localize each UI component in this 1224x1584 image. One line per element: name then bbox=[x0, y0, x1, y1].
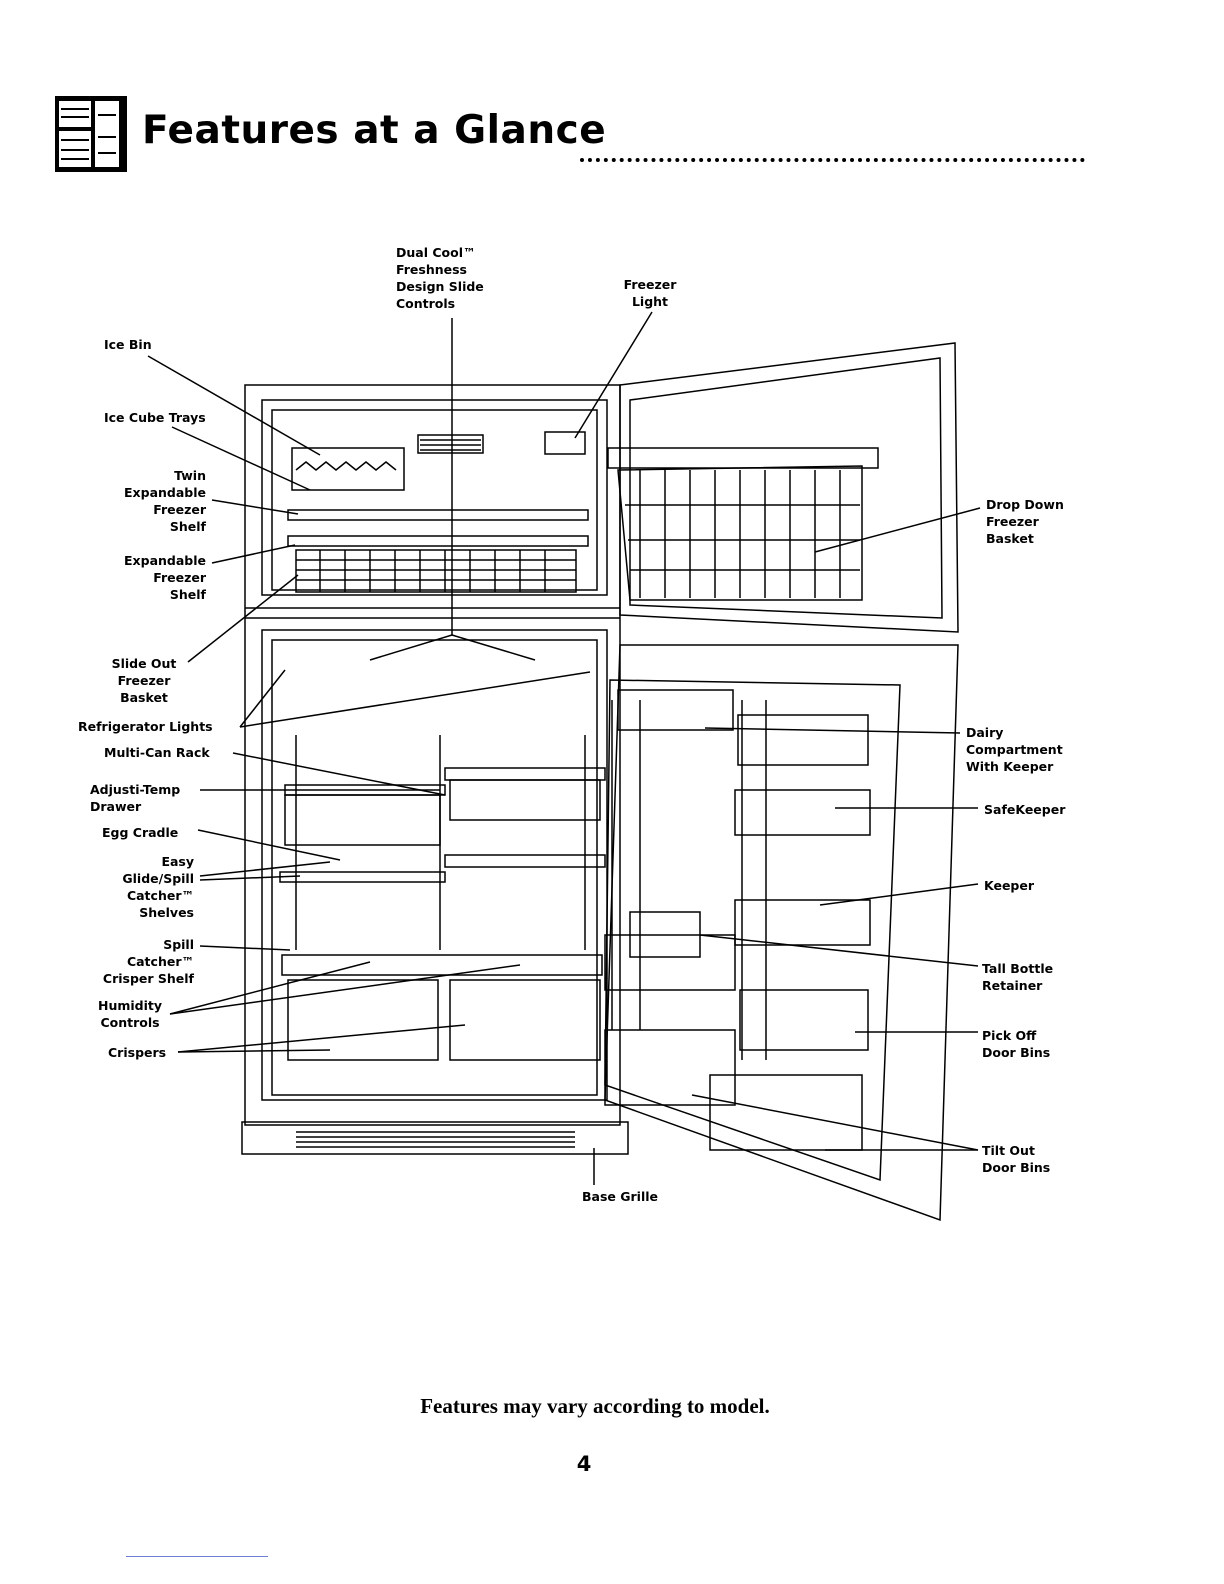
label-crispers: Crispers bbox=[108, 1045, 167, 1060]
label-easy-glide-shelves: Easy Glide/Spill Catcher™ Shelves bbox=[122, 854, 194, 920]
label-spill-catcher-crisper-shelf: Spill Catcher™ Crisper Shelf bbox=[102, 937, 194, 986]
label-egg-cradle: Egg Cradle bbox=[102, 825, 179, 840]
page-title: Features at a Glance bbox=[142, 108, 607, 153]
label-dairy-compartment: Dairy Compartment With Keeper bbox=[966, 725, 1063, 774]
drop-down-basket-shape bbox=[617, 465, 863, 601]
label-expandable-freezer-shelf: Expandable Freezer Shelf bbox=[124, 553, 206, 602]
page-number: 4 bbox=[576, 1452, 592, 1476]
label-freezer-light: Freezer Light bbox=[623, 277, 677, 309]
label-safekeeper: SafeKeeper bbox=[984, 802, 1066, 817]
label-pick-off-door-bins: Pick Off Door Bins bbox=[982, 1028, 1051, 1060]
label-ice-cube-trays: Ice Cube Trays bbox=[104, 410, 206, 425]
label-tall-bottle-retainer: Tall Bottle Retainer bbox=[982, 961, 1054, 993]
label-drop-down-freezer-basket: Drop Down Freezer Basket bbox=[986, 497, 1064, 546]
label-tilt-out-door-bins: Tilt Out Door Bins bbox=[982, 1143, 1051, 1175]
label-keeper: Keeper bbox=[984, 878, 1035, 893]
refrigerator-door-shape bbox=[604, 644, 959, 1222]
label-slide-out-freezer-basket: Slide Out Freezer Basket bbox=[111, 656, 177, 705]
label-multi-can-rack: Multi-Can Rack bbox=[104, 745, 210, 760]
footer-rule bbox=[126, 1556, 268, 1557]
label-humidity-controls: Humidity Controls bbox=[97, 998, 163, 1030]
base-grille-shape bbox=[241, 1121, 629, 1155]
label-refrigerator-lights: Refrigerator Lights bbox=[78, 719, 213, 734]
label-adjusti-temp-drawer: Adjusti-Temp Drawer bbox=[90, 782, 181, 814]
title-dot-leader bbox=[580, 150, 1085, 162]
cabinet-outline bbox=[244, 384, 621, 1126]
label-base-grille: Base Grille bbox=[582, 1189, 658, 1204]
freezer-door-shape bbox=[619, 342, 959, 633]
model-note: Features may vary according to model. bbox=[420, 1394, 770, 1418]
refrigerator-icon bbox=[55, 96, 127, 172]
label-dual-cool-controls: Dual Cool™ Freshness Design Slide Contro… bbox=[396, 245, 484, 311]
label-twin-expandable-freezer-shelf: Twin Expandable Freezer Shelf bbox=[124, 468, 206, 534]
label-ice-bin: Ice Bin bbox=[104, 337, 152, 352]
